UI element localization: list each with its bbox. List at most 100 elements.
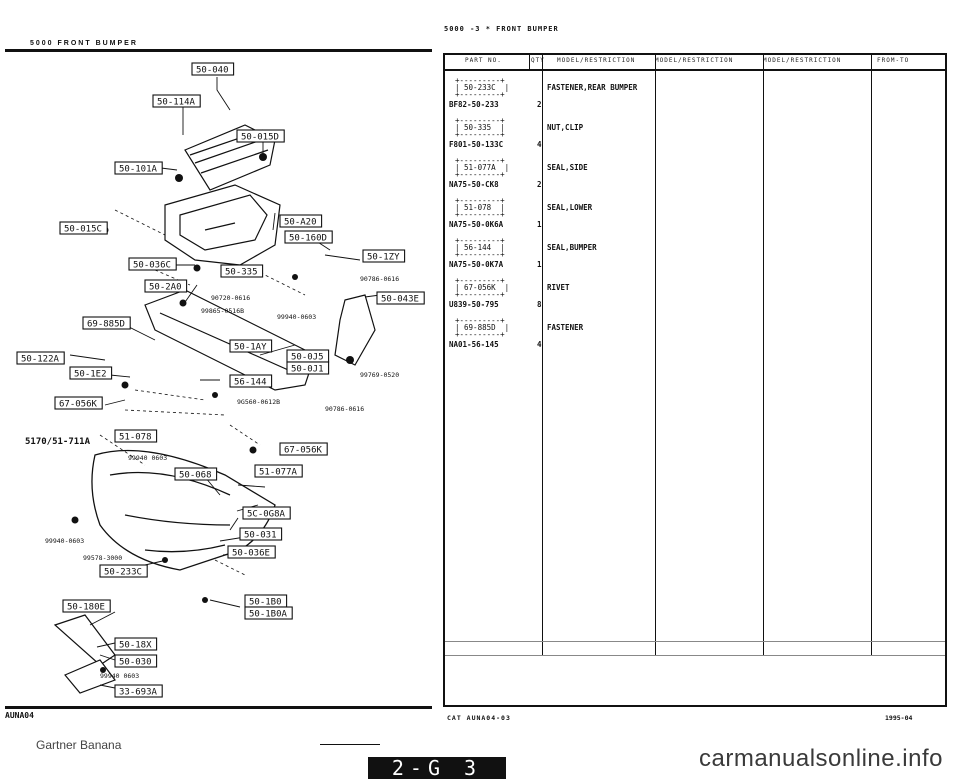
ref-box: +---------+ | 50-233C | +---------+ — [455, 76, 510, 99]
part-number: BF82-50-233 — [449, 100, 499, 109]
side-bracket-right — [334, 294, 376, 366]
header-from-to: FROM-TO — [877, 57, 910, 64]
footer-rule — [320, 744, 380, 745]
callout-label: 33-693A — [119, 688, 158, 698]
part-callout: 50-114A — [152, 94, 201, 108]
part-number: NA01-56-145 — [449, 340, 499, 349]
callout-label: 50-015C — [64, 225, 102, 235]
callout-label: 50-114A — [157, 98, 196, 108]
part-number-note: 99769-0520 — [360, 371, 399, 379]
ref-box: +---------+ | 69-885D | +---------+ — [455, 316, 510, 339]
part-qty: 1 — [537, 220, 542, 229]
callout-label: 50-101A — [119, 165, 158, 175]
part-callout: 50-233C — [99, 564, 148, 578]
callout-label: 50-233C — [104, 568, 142, 578]
part-callout: 69-885D — [82, 316, 131, 330]
part-callout: 67-056K — [54, 396, 103, 410]
callout-label: 67-056K — [59, 400, 98, 410]
part-callout: 50-180E — [62, 599, 111, 613]
part-number-note: 99940 0603 — [100, 672, 139, 680]
callout-label: 5C-0G8A — [247, 510, 286, 520]
part-number-note: 5170/51-711A — [25, 437, 91, 447]
callout-label: 50-180E — [67, 603, 105, 613]
part-callout: 50-043E — [376, 291, 425, 305]
part-callout: 50-18X — [114, 637, 158, 651]
callout-label: 50-1B0 — [249, 598, 282, 608]
table-row-divider — [445, 655, 945, 656]
part-number-note: 99940 0603 — [128, 454, 167, 462]
part-number-note: 99940-0603 — [277, 313, 316, 321]
part-callout: 33-693A — [114, 684, 163, 698]
right-section-title: 5000 -3 * FRONT BUMPER — [444, 25, 559, 33]
part-callout: 50-1ZY — [362, 249, 406, 263]
col-divider — [542, 55, 543, 655]
callout-label: 50-015D — [241, 133, 279, 143]
part-number-note: 90786-0616 — [325, 405, 364, 413]
callout-label: 50-A20 — [284, 218, 317, 228]
callout-label: 50-036C — [133, 261, 171, 271]
callout-label: 50-040 — [196, 66, 229, 76]
part-callout: 50-0J1 — [286, 361, 330, 375]
part-callout: 51-077A — [254, 464, 303, 478]
callout-label: 56-144 — [234, 378, 267, 388]
part-callout: 50-2A0 — [144, 279, 188, 293]
part-callout: 5C-0G8A — [242, 506, 291, 520]
part-number-note: 90720-0616 — [211, 294, 250, 302]
part-number-note: 99578-3000 — [83, 554, 122, 562]
callout-label: 50-036E — [232, 549, 270, 559]
part-callout: 50-030 — [114, 654, 158, 668]
part-callout: 50-335 — [220, 264, 264, 278]
ref-box: +---------+ | 51-077A | +---------+ — [455, 156, 510, 179]
part-callout: 50-A20 — [279, 214, 323, 228]
left-bottom-rule — [5, 706, 432, 709]
parts-table: PART NO. QTY MODEL/RESTRICTION MODEL/RES… — [443, 53, 947, 707]
part-callout: 50-036E — [227, 545, 276, 559]
header-qty: QTY — [531, 57, 545, 64]
part-qty: 4 — [537, 140, 542, 149]
part-callout: 50-101A — [114, 161, 163, 175]
part-description: SEAL,LOWER — [547, 203, 593, 212]
callout-label: 50-0J1 — [291, 365, 324, 375]
header-model-3: MODEL/RESTRICTION — [763, 57, 842, 64]
callout-label: 50-160D — [289, 234, 327, 244]
callout-label: 50-068 — [179, 471, 212, 481]
part-qty: 8 — [537, 300, 542, 309]
part-callout: 50-1AY — [229, 339, 273, 353]
col-divider — [871, 55, 872, 655]
header-model-1: MODEL/RESTRICTION — [557, 57, 636, 64]
header-part-no: PART NO. — [465, 57, 502, 64]
callout-label: 50-2A0 — [149, 283, 182, 293]
callout-label: 50-030 — [119, 658, 152, 668]
part-qty: 2 — [537, 180, 542, 189]
callout-label: 51-077A — [259, 468, 298, 478]
page-number: 2-G 3 — [368, 757, 506, 779]
part-callout: 50-1B0A — [244, 606, 293, 620]
part-callout: 50-040 — [191, 62, 235, 76]
part-callout: 50-015D — [236, 129, 285, 143]
part-description: NUT,CLIP — [547, 123, 584, 132]
part-qty: 1 — [537, 260, 542, 269]
part-callout: 51-078 — [114, 429, 158, 443]
part-number: NA75-50-0K7A — [449, 260, 504, 269]
part-description: SEAL,BUMPER — [547, 243, 597, 252]
part-description: FASTENER — [547, 323, 584, 332]
part-number-note: 90786-0616 — [360, 275, 399, 283]
callout-label: 50-031 — [244, 531, 277, 541]
callout-label: 67-056K — [284, 446, 323, 456]
table-header: PART NO. QTY MODEL/RESTRICTION MODEL/RES… — [445, 55, 945, 71]
left-catalog-code: AUNA04 — [5, 711, 34, 720]
ref-box: +---------+ | 67-056K | +---------+ — [455, 276, 510, 299]
left-section-title: 5000 FRONT BUMPER — [30, 40, 138, 47]
ref-box: +---------+ | 50-335 | +---------+ — [455, 116, 505, 139]
part-number-note: 9G560-0612B — [237, 398, 280, 406]
callout-label: 69-885D — [87, 320, 125, 330]
part-callout: 50-068 — [174, 467, 218, 481]
part-number: NA75-50-CK8 — [449, 180, 499, 189]
callout-label: 50-1E2 — [74, 370, 107, 380]
brand-text: Gartner Banana — [36, 738, 122, 752]
part-callout: 50-036C — [128, 257, 177, 271]
part-qty: 2 — [537, 100, 542, 109]
part-description: RIVET — [547, 283, 570, 292]
callout-label: 50-1AY — [234, 343, 267, 353]
